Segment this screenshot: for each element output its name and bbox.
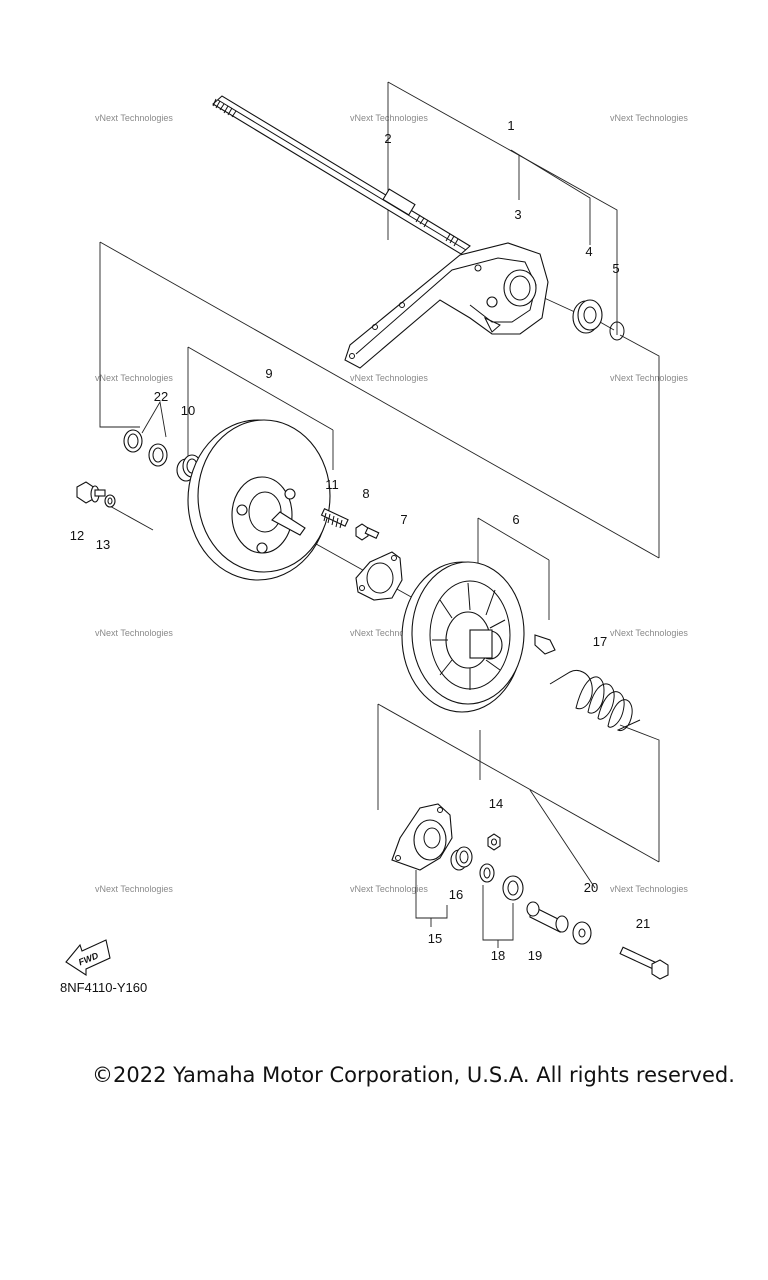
callout-8: 8: [362, 486, 369, 501]
set-screw: [355, 523, 380, 541]
nut: [487, 833, 501, 851]
callout-10: 10: [181, 403, 195, 418]
fwd-arrow-icon: [65, 939, 111, 977]
callout-20: 20: [584, 880, 598, 895]
callout-7: 7: [400, 512, 407, 527]
callout-12: 12: [70, 528, 84, 543]
washers: [123, 429, 168, 467]
watermark: vNext Technologies: [610, 884, 688, 894]
watermark: vNext Technologies: [350, 373, 428, 383]
collar: [526, 901, 569, 933]
copyright-notice: ©2022 Yamaha Motor Corporation, U.S.A. A…: [92, 1063, 735, 1087]
callout-21: 21: [636, 916, 650, 931]
hex-bolt: [619, 946, 669, 980]
watermark: vNext Technologies: [95, 884, 173, 894]
shims: [479, 863, 524, 901]
stud-bolt: [320, 508, 349, 529]
collar-washer: [572, 921, 592, 945]
gasket-plate: [355, 551, 403, 601]
callout-16: 16: [449, 887, 463, 902]
callout-17: 17: [593, 634, 607, 649]
callout-5: 5: [612, 261, 619, 276]
movable-sheave: [401, 561, 556, 713]
bearing: [572, 299, 603, 334]
small-washer: [104, 494, 116, 508]
torsion-spring: [549, 670, 641, 731]
fwd-arrow: FWD: [65, 939, 111, 977]
callout-14: 14: [489, 796, 503, 811]
callout-9: 9: [265, 366, 272, 381]
callout-11: 11: [325, 477, 339, 492]
drive-shaft: [212, 95, 471, 255]
watermark: vNext Technologies: [350, 884, 428, 894]
watermark: vNext Technologies: [350, 628, 428, 638]
watermark: vNext Technologies: [95, 113, 173, 123]
callout-22: 22: [154, 389, 168, 404]
callouts: 1 2 3 4 5 6 7 8 9 10 11 12 13 14 15 16 1…: [70, 118, 650, 963]
cam-bushing: [450, 846, 473, 871]
swing-arm: [344, 242, 549, 369]
callout-3: 3: [514, 207, 521, 222]
callout-2: 2: [384, 131, 391, 146]
watermark: vNext Technologies: [350, 113, 428, 123]
flange-bolt: [76, 481, 106, 504]
callout-6: 6: [512, 512, 519, 527]
watermark: vNext Technologies: [95, 373, 173, 383]
watermark: vNext Technologies: [95, 628, 173, 638]
fixed-sheave: [187, 419, 331, 581]
watermark: vNext Technologies: [610, 113, 688, 123]
callout-19: 19: [528, 948, 542, 963]
callout-4: 4: [585, 244, 592, 259]
callout-15: 15: [428, 931, 442, 946]
watermark: vNext Technologies: [610, 373, 688, 383]
assembly-outlines: [99, 81, 660, 948]
circlip: [609, 321, 625, 341]
callout-13: 13: [96, 537, 110, 552]
callout-1: 1: [507, 118, 514, 133]
callout-18: 18: [491, 948, 505, 963]
diagram-code: 8NF4110-Y160: [60, 980, 148, 995]
exploded-parts-diagram: vNext Technologies vNext Technologies vN…: [65, 81, 688, 980]
cam: [391, 803, 453, 871]
watermarks: vNext Technologies vNext Technologies vN…: [95, 113, 688, 894]
watermark: vNext Technologies: [610, 628, 688, 638]
